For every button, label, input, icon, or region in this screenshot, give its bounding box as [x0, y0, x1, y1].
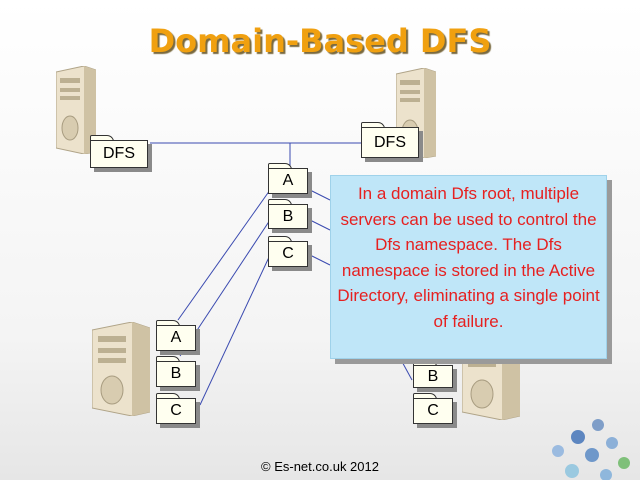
explanation-callout: In a domain Dfs root, multiple servers c…: [330, 175, 607, 359]
folder-center-b: B: [268, 199, 308, 229]
server-top-left-icon: [55, 65, 97, 159]
folder-label: B: [268, 204, 308, 229]
folder-left-a: A: [156, 320, 196, 351]
folder-left-c: C: [156, 393, 196, 424]
folder-center-a: A: [268, 163, 308, 194]
folder-label: C: [156, 398, 196, 424]
folder-label: A: [268, 168, 308, 194]
folder-right-c: C: [413, 393, 453, 424]
folder-dfs-left: DFS: [90, 135, 148, 168]
folder-label: B: [413, 365, 453, 388]
folder-label: A: [156, 325, 196, 351]
server-bottom-left-icon: [91, 321, 151, 421]
copyright-footer: © Es-net.co.uk 2012: [261, 459, 379, 474]
folder-label: C: [268, 241, 308, 267]
folder-left-b: B: [156, 356, 196, 387]
folder-right-b: B: [413, 360, 453, 388]
folder-label: C: [413, 398, 453, 424]
folder-label: B: [156, 361, 196, 387]
slide-title: Domain-Based DFS: [148, 22, 492, 60]
folder-dfs-right: DFS: [361, 122, 419, 158]
folder-label: DFS: [361, 127, 419, 158]
decorative-dots-icon: [552, 419, 630, 480]
folder-center-c: C: [268, 236, 308, 267]
folder-label: DFS: [90, 140, 148, 168]
